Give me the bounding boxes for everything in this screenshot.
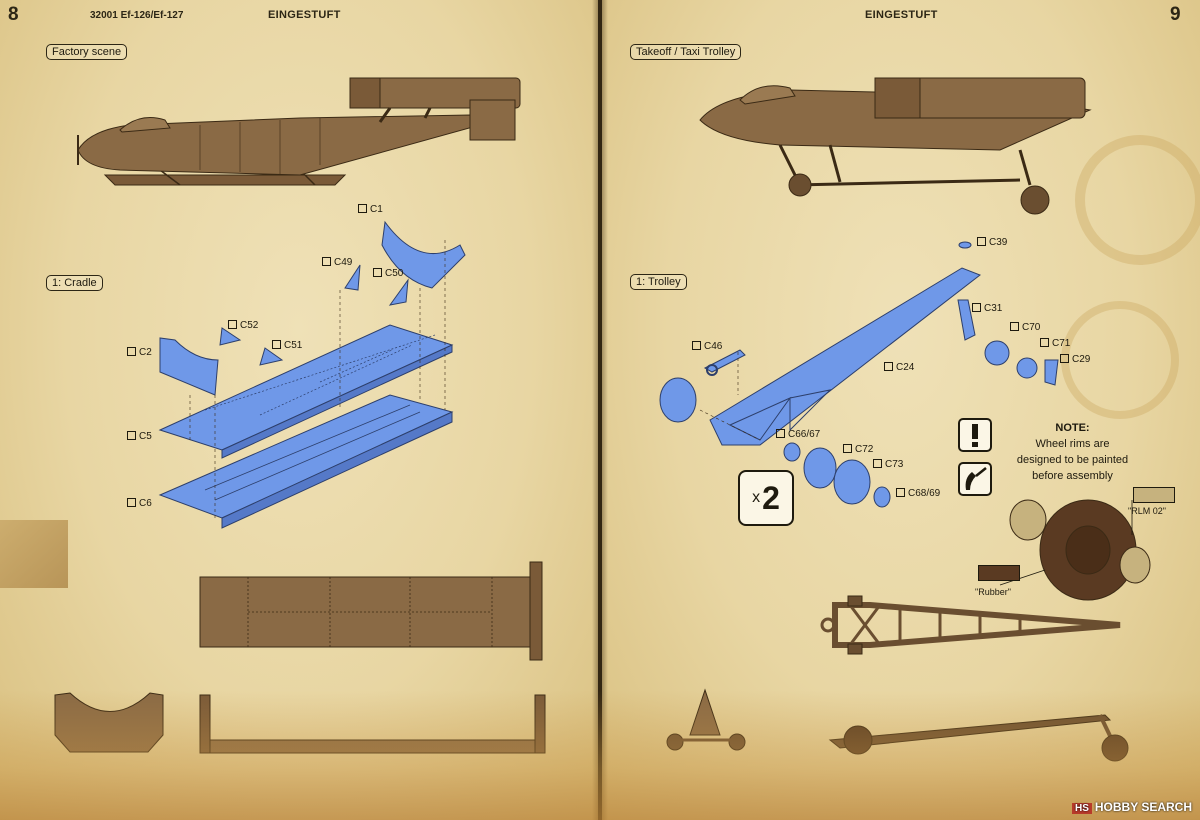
checkbox-icon — [1040, 338, 1049, 347]
checkbox-icon — [127, 431, 136, 440]
checkbox-icon — [692, 341, 701, 350]
cradle-exploded-view — [158, 220, 466, 529]
trolley-side-view — [828, 714, 1129, 762]
checkbox-icon — [1060, 354, 1069, 363]
part-tag: C50 — [373, 268, 403, 279]
checkbox-icon — [272, 340, 281, 349]
watermark-text: HOBBY SEARCH — [1094, 800, 1192, 814]
part-tag: C2 — [127, 347, 152, 358]
masking-tape — [0, 520, 68, 588]
paint-chip-rubber — [978, 565, 1020, 581]
checkbox-icon — [358, 204, 367, 213]
checkbox-icon — [843, 444, 852, 453]
header-title-left: EINGESTUFT — [268, 9, 341, 21]
paint-chip-rlm02 — [1133, 487, 1175, 503]
note-heading: NOTE: — [1055, 422, 1090, 434]
checkbox-icon — [896, 488, 905, 497]
multiplier-count: 2 — [762, 479, 780, 516]
note-line: Wheel rims are — [1035, 438, 1110, 450]
checkbox-icon — [884, 362, 893, 371]
checkbox-icon — [972, 303, 981, 312]
note-line: before assembly — [1032, 470, 1113, 482]
coffee-stain — [1061, 135, 1200, 419]
trolley-top-view — [820, 595, 1121, 655]
part-tag: C39 — [977, 237, 1007, 248]
checkbox-icon — [127, 498, 136, 507]
section-trolley: 1: Trolley — [630, 274, 687, 290]
trolley-exploded-view — [659, 241, 1059, 508]
part-tag: C46 — [692, 341, 722, 352]
part-tag: C70 — [1010, 322, 1040, 333]
part-tag: C72 — [843, 444, 873, 455]
checkbox-icon — [127, 347, 136, 356]
checkbox-icon — [322, 257, 331, 266]
checkbox-icon — [873, 459, 882, 468]
section-factory-scene: Factory scene — [46, 44, 128, 60]
page-number-right: 9 — [1170, 4, 1181, 25]
cradle-end-view — [54, 692, 164, 753]
factory-scene-aircraft — [77, 77, 521, 186]
cradle-top-view — [199, 561, 543, 661]
part-tag: C1 — [358, 204, 383, 215]
page-number-left: 8 — [8, 4, 19, 25]
part-tag: C66/67 — [776, 429, 820, 440]
paint-brush-icon — [958, 462, 992, 496]
painted-wheel-illustration — [999, 499, 1151, 601]
checkbox-icon — [373, 268, 382, 277]
section-takeoff-trolley: Takeoff / Taxi Trolley — [630, 44, 742, 60]
watermark-logo: HS — [1071, 803, 1092, 814]
checkbox-icon — [1010, 322, 1019, 331]
multiplier-symbol: x — [752, 489, 761, 506]
part-tag: C29 — [1060, 354, 1090, 365]
paint-label-rlm02: "RLM 02" — [1128, 506, 1166, 516]
paint-label-rubber: "Rubber" — [975, 587, 1011, 597]
part-tag: C31 — [972, 303, 1002, 314]
part-tag: C73 — [873, 459, 903, 470]
part-tag: C49 — [322, 257, 352, 268]
note-line: designed to be painted — [1016, 454, 1129, 466]
quantity-multiplier: x 2 — [738, 470, 794, 526]
kit-code: 32001 Ef-126/Ef-127 — [90, 10, 184, 21]
part-tag: C51 — [272, 340, 302, 351]
checkbox-icon — [228, 320, 237, 329]
page-gutter — [592, 0, 608, 820]
part-tag: C68/69 — [896, 488, 940, 499]
part-tag: C24 — [884, 362, 914, 373]
exclamation-icon — [958, 418, 992, 452]
part-tag: C6 — [127, 498, 152, 509]
header-title-right: EINGESTUFT — [865, 9, 938, 21]
part-tag: C71 — [1040, 338, 1070, 349]
takeoff-trolley-aircraft — [699, 77, 1092, 215]
paint-note: NOTE: Wheel rims are designed to be pain… — [1000, 420, 1145, 484]
section-cradle: 1: Cradle — [46, 275, 103, 291]
part-tag: C52 — [228, 320, 258, 331]
checkbox-icon — [776, 429, 785, 438]
part-tag: C5 — [127, 431, 152, 442]
checkbox-icon — [977, 237, 986, 246]
cradle-side-view — [199, 694, 546, 754]
trolley-front-view — [666, 688, 746, 751]
